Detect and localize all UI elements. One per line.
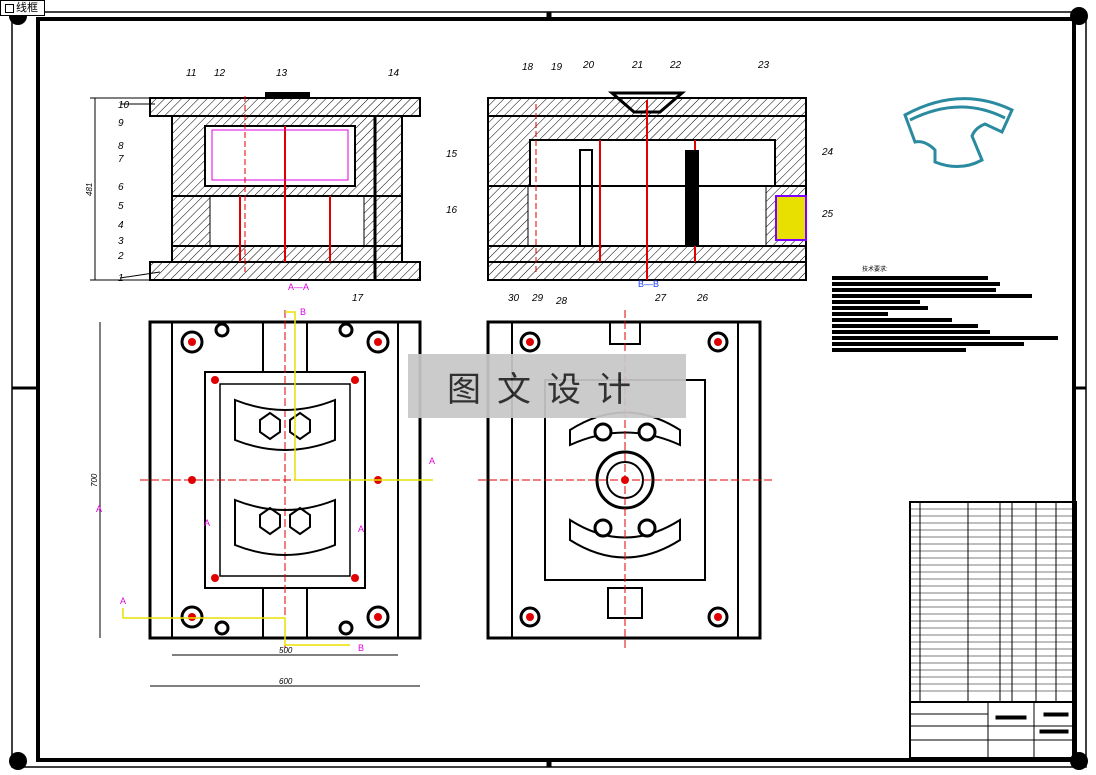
balloon-20: 20 xyxy=(582,60,595,71)
balloon-6: 6 xyxy=(118,182,124,193)
balloon-23: 23 xyxy=(757,60,770,71)
balloon-5: 5 xyxy=(118,201,124,212)
part-balloons-left: 1 2 3 4 5 6 7 8 9 10 11 12 13 14 15 16 1… xyxy=(117,68,458,304)
part-balloons-right: 18 19 20 21 22 23 24 25 26 27 28 29 30 xyxy=(508,60,834,307)
balloon-21: 21 xyxy=(631,60,643,71)
balloon-25: 25 xyxy=(821,209,834,220)
drawing-frame xyxy=(9,7,1088,770)
balloon-4: 4 xyxy=(118,220,124,231)
balloon-8: 8 xyxy=(118,141,124,152)
balloon-12: 12 xyxy=(214,68,226,79)
balloon-29: 29 xyxy=(531,293,544,304)
label-a-right: A xyxy=(429,456,435,466)
technical-requirements: 技术要求: xyxy=(832,265,1058,352)
balloon-24: 24 xyxy=(821,147,834,158)
balloon-18: 18 xyxy=(522,62,534,73)
balloon-2: 2 xyxy=(117,251,124,262)
tab-label: 线框 xyxy=(16,2,38,14)
balloon-17: 17 xyxy=(352,293,364,304)
label-b-bottom: B xyxy=(358,643,364,653)
balloon-7: 7 xyxy=(118,154,124,165)
balloon-3: 3 xyxy=(118,236,124,247)
watermark-banner: 图文设计 xyxy=(408,354,686,418)
balloon-14: 14 xyxy=(388,68,400,79)
label-b-top: B xyxy=(300,307,306,317)
section-labels: A—A B—B B B A A A A A xyxy=(96,279,659,653)
balloon-10: 10 xyxy=(118,100,130,111)
label-aa: A—A xyxy=(288,282,309,292)
section-view-bb[interactable] xyxy=(487,91,807,281)
balloon-27: 27 xyxy=(654,293,667,304)
tech-heading: 技术要求: xyxy=(862,265,888,273)
drawing-tab[interactable]: 线框 xyxy=(0,0,45,16)
dimensions: 481 700 500 600 xyxy=(85,183,293,686)
label-a-left: A xyxy=(120,596,126,606)
balloon-11: 11 xyxy=(186,68,196,79)
tab-icon xyxy=(5,3,14,13)
label-bb: B—B xyxy=(638,279,659,289)
balloon-15: 15 xyxy=(446,149,458,160)
balloon-30: 30 xyxy=(508,293,520,304)
label-a-margin: A xyxy=(96,504,102,514)
label-a-inner-left: A xyxy=(204,518,210,528)
part-3d-preview xyxy=(903,97,1014,168)
label-a-inner-right: A xyxy=(358,524,364,534)
balloon-26: 26 xyxy=(696,293,709,304)
balloon-19: 19 xyxy=(551,62,563,73)
dim-width-600: 600 xyxy=(279,677,293,686)
dim-width-500: 500 xyxy=(279,646,293,655)
balloon-9: 9 xyxy=(118,118,124,129)
balloon-16: 16 xyxy=(446,205,458,216)
balloon-28: 28 xyxy=(555,296,568,307)
balloon-13: 13 xyxy=(276,68,288,79)
section-view-aa[interactable] xyxy=(90,92,421,281)
balloon-22: 22 xyxy=(669,60,682,71)
dim-height-left: 481 xyxy=(85,183,94,196)
bom-table[interactable] xyxy=(909,501,1077,759)
plan-view-left[interactable] xyxy=(99,310,433,687)
dim-plan-height: 700 xyxy=(90,473,99,487)
balloon-1: 1 xyxy=(118,273,124,284)
